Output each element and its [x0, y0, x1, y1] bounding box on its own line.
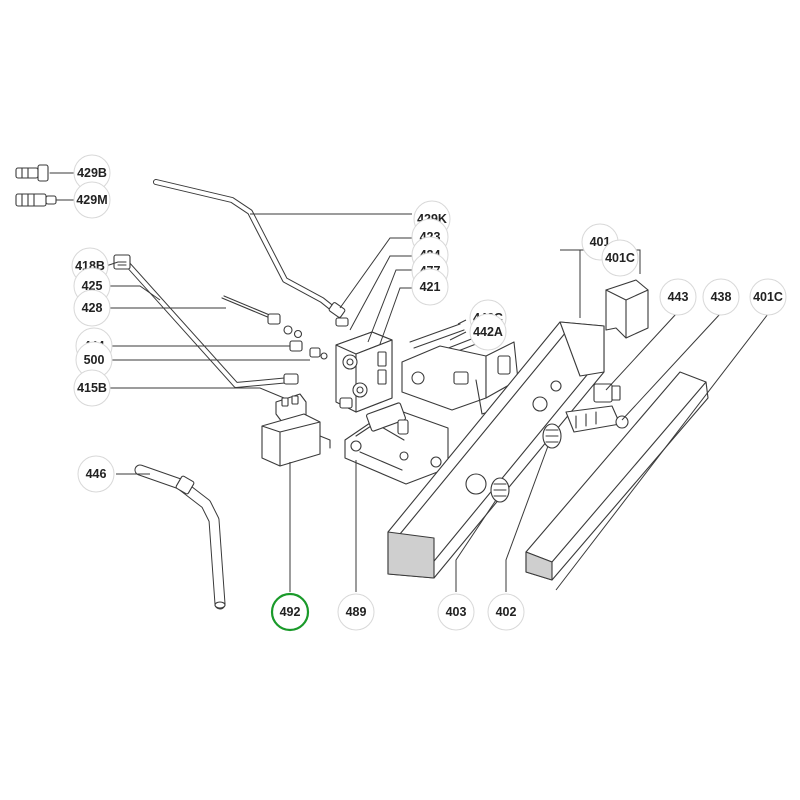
knob-403-drawing: [490, 477, 510, 503]
callout-403[interactable]: 403: [437, 593, 475, 631]
pipe-429k-drawing: [153, 179, 349, 327]
callout-label: 438: [711, 290, 732, 304]
callout-label: 401: [590, 235, 611, 249]
callout-label: 500: [84, 353, 105, 367]
cap-401c-drawing: [605, 279, 649, 339]
hose-446-drawing: [134, 464, 226, 610]
callout-label: 421: [420, 280, 441, 294]
rod-425-drawing: [113, 254, 299, 388]
callout-label: 443: [668, 290, 689, 304]
callout-402[interactable]: 402: [487, 593, 525, 631]
trim-strip-401c-drawing: [525, 371, 709, 581]
callout-label: 492: [280, 605, 301, 619]
callout-415B[interactable]: 415B: [73, 369, 111, 407]
callout-label: 428: [82, 301, 103, 315]
callout-443[interactable]: 443: [659, 278, 697, 316]
probe-428-drawing: [221, 295, 303, 339]
callout-401C-right[interactable]: 401C: [749, 278, 787, 316]
callout-428[interactable]: 428: [73, 289, 111, 327]
switch-443-drawing: [593, 383, 621, 403]
callout-label: 402: [496, 605, 517, 619]
igniter-438-drawing: [565, 405, 629, 433]
connector-429m-drawing: [15, 193, 57, 207]
callout-401C-upper[interactable]: 401C: [601, 239, 639, 277]
callout-492[interactable]: 492: [270, 592, 310, 632]
callout-442A[interactable]: 442A: [469, 313, 507, 351]
connector-429b-drawing: [15, 164, 61, 182]
callout-429B[interactable]: 429B: [73, 154, 111, 192]
callout-label: 429B: [77, 166, 107, 180]
callout-421[interactable]: 421: [411, 268, 449, 306]
callout-label: 442A: [473, 325, 503, 339]
callout-429M[interactable]: 429M: [73, 181, 111, 219]
callout-446[interactable]: 446: [77, 455, 115, 493]
callout-label: 425: [82, 279, 103, 293]
callout-label: 429M: [76, 193, 107, 207]
mounting-bracket-489-drawing: [344, 402, 449, 485]
callout-438[interactable]: 438: [702, 278, 740, 316]
nuts-444-500-drawing: [289, 340, 328, 360]
callout-label: 403: [446, 605, 467, 619]
callout-489[interactable]: 489: [337, 593, 375, 631]
knob-402-drawing: [542, 423, 562, 449]
callout-label: 446: [86, 467, 107, 481]
gas-valve-drawing: [335, 331, 393, 413]
callout-label: 489: [346, 605, 367, 619]
callout-label: 415B: [77, 381, 107, 395]
callout-label: 401C: [753, 290, 783, 304]
solenoid-492-drawing: [261, 413, 331, 467]
callout-label: 401C: [605, 251, 635, 265]
front-panel-401-drawing: [387, 321, 605, 579]
